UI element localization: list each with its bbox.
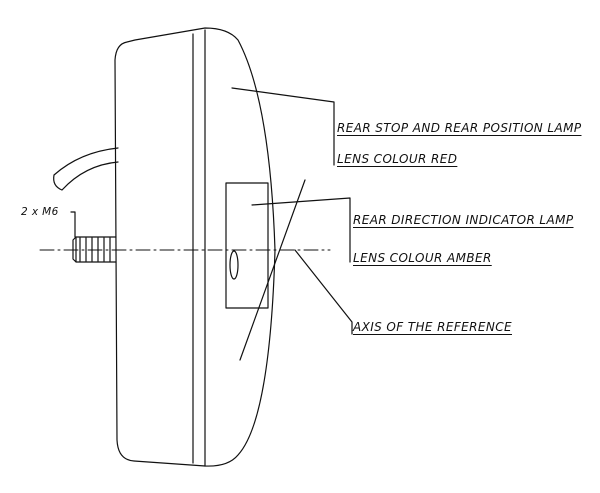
leader-indicator <box>251 197 351 263</box>
leader-stop-lamp <box>231 87 335 166</box>
reference-oval <box>229 250 239 280</box>
leader-axis <box>294 249 353 335</box>
label-stop-position-lamp: REAR STOP AND REAR POSITION LAMP <box>337 121 582 135</box>
lens-section-line <box>239 179 306 361</box>
label-direction-indicator: REAR DIRECTION INDICATOR LAMP <box>353 213 574 227</box>
cable <box>53 147 119 191</box>
label-axis-reference: AXIS OF THE REFERENCE <box>353 320 512 334</box>
label-lens-red: LENS COLOUR RED <box>337 152 458 166</box>
leader-bolt <box>70 211 76 238</box>
label-lens-amber: LENS COLOUR AMBER <box>353 251 492 265</box>
label-bolt-spec: 2 x M6 <box>21 206 59 218</box>
lamp-housing <box>114 27 276 467</box>
indicator-window <box>225 182 269 309</box>
